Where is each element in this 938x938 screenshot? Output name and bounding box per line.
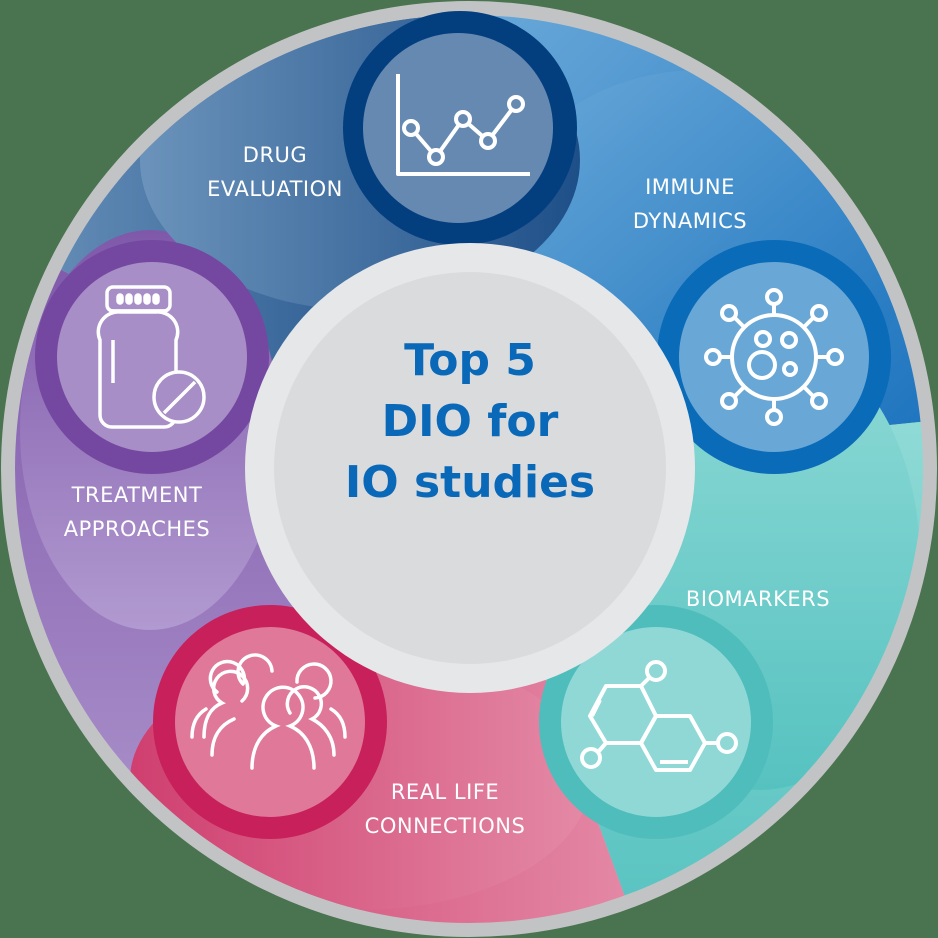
label-treatment-approaches: TREATMENT APPROACHES: [63, 483, 211, 541]
label-real-life-connections: REAL LIFE CONNECTIONS: [364, 780, 526, 838]
immune-dynamics-bubble: [657, 240, 891, 474]
molecule-icon: [580, 660, 738, 772]
center-disc-inner: [274, 272, 666, 664]
label-drug-evaluation: DRUG EVALUATION: [207, 143, 343, 201]
real-life-connections-bubble: [153, 605, 387, 839]
center-title: Top 5 DIO for IO studies: [344, 335, 596, 508]
treatment-approaches-bubble: [35, 240, 269, 474]
line-chart-icon: [396, 74, 530, 176]
label-biomarkers: BIOMARKERS: [685, 587, 831, 611]
label-immune-dynamics: IMMUNE DYNAMICS: [632, 175, 748, 233]
biomarkers-bubble: [539, 605, 773, 839]
pill-bottle-icon: [96, 285, 206, 429]
drug-evaluation-bubble: [343, 11, 577, 245]
people-group-icon: [190, 653, 347, 770]
virus-icon: [704, 288, 844, 426]
